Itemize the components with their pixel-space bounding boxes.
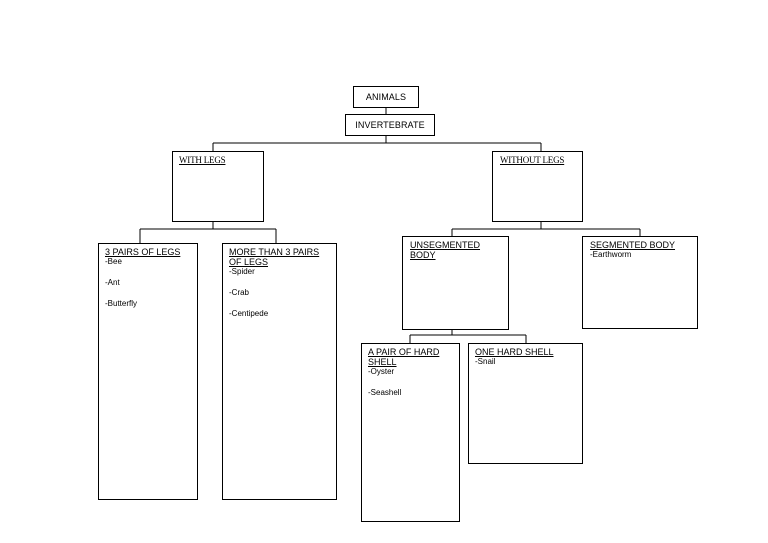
- node-invertebrate: INVERTEBRATE: [345, 114, 435, 136]
- node-one-shell-label: ONE HARD SHELL: [475, 347, 554, 357]
- node-unsegmented-label: UNSEGMENTED BODY: [410, 240, 481, 260]
- node-more-than-three-pairs: MORE THAN 3 PAIRS OF LEGS -Spider -Crab …: [222, 243, 337, 500]
- one-shell-item-list: -Snail: [475, 357, 576, 367]
- node-pair-hard-shell: A PAIR OF HARD SHELL -Oyster -Seashell: [361, 343, 460, 522]
- node-one-hard-shell: ONE HARD SHELL -Snail: [468, 343, 583, 464]
- pair-shell-item-list: -Oyster -Seashell: [368, 367, 453, 398]
- list-item: -Crab: [229, 288, 250, 297]
- node-without-legs: WITHOUT LEGS: [492, 151, 583, 222]
- node-pair-shell-label: A PAIR OF HARD SHELL: [368, 347, 440, 367]
- list-item: -Bee: [105, 257, 122, 266]
- node-with-legs-label: WITH LEGS: [179, 155, 226, 165]
- node-animals-label: ANIMALS: [365, 92, 407, 102]
- list-item: -Seashell: [368, 388, 402, 397]
- list-item: -Snail: [475, 357, 496, 366]
- list-item: -Oyster: [368, 367, 395, 376]
- node-with-legs: WITH LEGS: [172, 151, 264, 222]
- more-than-three-item-list: -Spider -Crab -Centipede: [229, 267, 330, 319]
- three-pairs-item-list: -Bee -Ant -Butterfly: [105, 257, 191, 309]
- list-item: -Ant: [105, 278, 120, 287]
- node-three-pairs-of-legs: 3 PAIRS OF LEGS -Bee -Ant -Butterfly: [98, 243, 198, 500]
- list-item: -Centipede: [229, 309, 269, 318]
- node-unsegmented-body: UNSEGMENTED BODY: [402, 236, 509, 330]
- list-item: -Butterfly: [105, 299, 138, 308]
- node-segmented-body: SEGMENTED BODY -Earthworm: [582, 236, 698, 329]
- node-three-pairs-label: 3 PAIRS OF LEGS: [105, 247, 181, 257]
- list-item: -Spider: [229, 267, 255, 276]
- node-more-than-three-label: MORE THAN 3 PAIRS OF LEGS: [229, 247, 320, 267]
- node-segmented-label: SEGMENTED BODY: [590, 240, 676, 250]
- node-animals: ANIMALS: [353, 86, 419, 108]
- node-without-legs-label: WITHOUT LEGS: [500, 155, 565, 165]
- segmented-item-list: -Earthworm: [590, 250, 690, 260]
- node-invertebrate-label: INVERTEBRATE: [355, 120, 425, 130]
- list-item: -Earthworm: [590, 250, 632, 259]
